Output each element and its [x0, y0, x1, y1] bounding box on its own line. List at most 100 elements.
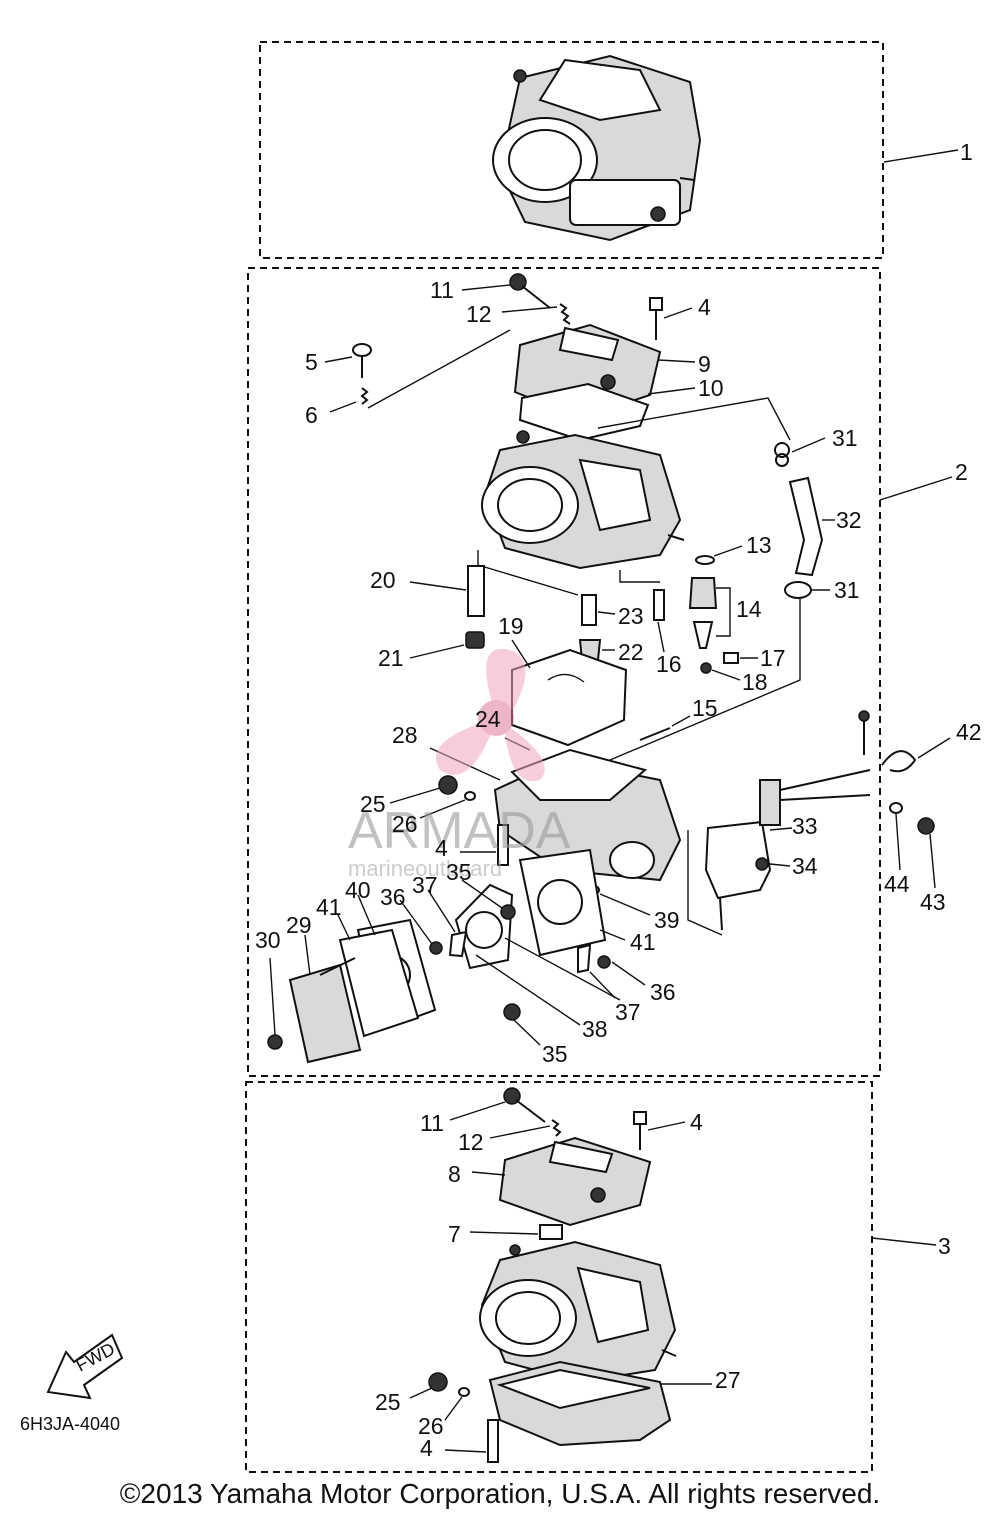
watermark-sub: marineoutboard — [348, 856, 502, 881]
callout-28: 28 — [392, 722, 418, 748]
spring-12-lower — [551, 1119, 562, 1137]
clip-31-top — [774, 442, 790, 467]
screw-11 — [509, 273, 551, 309]
callout-16: 16 — [656, 651, 682, 677]
callout-31-bottom: 31 — [834, 577, 860, 603]
leader-2 — [879, 476, 953, 501]
callout-labels: 1 2 3 4 4 4 4 5 6 7 8 9 10 11 11 12 12 1… — [255, 139, 982, 1461]
o-ring-26 — [464, 791, 476, 801]
screw-30 — [267, 1034, 283, 1050]
clip-37-left — [448, 930, 468, 958]
bolt-4-top — [649, 297, 663, 340]
gasket-10 — [518, 382, 650, 442]
callout-22: 22 — [618, 639, 644, 665]
bolt-4-lower-top — [633, 1111, 647, 1150]
callout-32: 32 — [836, 507, 862, 533]
callout-17: 17 — [760, 645, 786, 671]
cover-29 — [288, 957, 362, 1064]
callout-29: 29 — [286, 912, 312, 938]
leader-3 — [871, 1237, 937, 1246]
callout-40: 40 — [345, 877, 371, 903]
callout-11-top: 11 — [430, 277, 454, 303]
callout-36-right: 36 — [650, 979, 676, 1005]
hose-32 — [788, 476, 824, 577]
nut-35 — [500, 904, 516, 920]
screw-43 — [917, 817, 935, 835]
callout-7: 7 — [448, 1221, 461, 1247]
spring-6 — [360, 387, 369, 405]
callout-15: 15 — [692, 695, 718, 721]
copyright-notice: ©2013 Yamaha Motor Corporation, U.S.A. A… — [119, 1478, 881, 1509]
callout-2: 2 — [955, 459, 968, 485]
callout-37-right: 37 — [615, 999, 641, 1025]
callout-6: 6 — [305, 402, 318, 428]
bolt-4-mid — [497, 824, 509, 866]
callout-4-mid: 4 — [435, 835, 448, 861]
bolt-4-lower — [487, 1419, 499, 1463]
callout-27: 27 — [715, 1367, 741, 1393]
callout-23: 23 — [618, 603, 644, 629]
callout-10: 10 — [698, 375, 724, 401]
watermark-logo — [435, 648, 545, 782]
o-ring-26-lower — [458, 1387, 470, 1397]
callout-12-top: 12 — [466, 301, 492, 327]
callout-5: 5 — [305, 349, 318, 375]
clip-31-bottom — [784, 581, 812, 599]
section-box-3 — [245, 1081, 873, 1473]
callout-38: 38 — [582, 1016, 608, 1042]
jet-16 — [653, 589, 665, 621]
callout-33: 33 — [792, 813, 818, 839]
jet-20 — [467, 565, 485, 617]
callout-35-lower: 35 — [542, 1041, 568, 1067]
section-box-2 — [247, 267, 881, 1077]
screw-36-right — [597, 955, 611, 969]
callout-13: 13 — [746, 532, 772, 558]
callout-30: 30 — [255, 927, 281, 953]
callout-25: 25 — [360, 791, 386, 817]
callout-18: 18 — [742, 669, 768, 695]
screw-18 — [700, 662, 712, 674]
callout-19: 19 — [498, 613, 524, 639]
clip-17 — [723, 652, 739, 664]
callout-3: 3 — [938, 1233, 951, 1259]
carburetor-body-2 — [481, 430, 685, 570]
callout-41-right: 41 — [630, 929, 656, 955]
callout-42: 42 — [956, 719, 982, 745]
gasket-41-right — [518, 848, 607, 957]
screw-36-left — [429, 941, 443, 955]
leader-1 — [883, 149, 959, 163]
screw-25 — [438, 775, 458, 795]
diagram-code: 6H3JA-4040 — [20, 1414, 120, 1434]
screw-34 — [755, 857, 769, 871]
callout-21: 21 — [378, 645, 404, 671]
clamp-42 — [858, 710, 917, 773]
callout-1: 1 — [960, 139, 973, 165]
callout-14: 14 — [736, 596, 762, 622]
callout-43: 43 — [920, 889, 946, 915]
screw-25-lower — [428, 1372, 448, 1392]
callout-24: 24 — [475, 706, 501, 732]
pump-body-38 — [454, 883, 514, 970]
callout-36-left: 36 — [380, 884, 406, 910]
callout-12-lower: 12 — [458, 1129, 484, 1155]
callout-9: 9 — [698, 351, 711, 377]
solenoid-33 — [704, 769, 871, 931]
callout-26-lower: 26 — [418, 1413, 444, 1439]
o-ring-13 — [695, 555, 715, 565]
watermark-brand: ARMADA — [348, 802, 571, 860]
jet-23 — [581, 594, 597, 626]
nut-35-lower — [503, 1003, 521, 1021]
cover-8 — [498, 1136, 652, 1227]
carburetor-body-3 — [479, 1240, 677, 1384]
carburetor-assembly-1 — [492, 54, 702, 242]
callout-4-lower: 4 — [420, 1435, 433, 1461]
pin-15 — [639, 727, 671, 741]
float-bowl-27 — [488, 1360, 672, 1447]
callout-26: 26 — [392, 811, 418, 837]
callout-39: 39 — [654, 907, 680, 933]
screw-5 — [352, 343, 372, 378]
callout-8: 8 — [448, 1161, 461, 1187]
callout-41-left: 41 — [316, 894, 342, 920]
callout-4-lower-top: 4 — [690, 1109, 703, 1135]
